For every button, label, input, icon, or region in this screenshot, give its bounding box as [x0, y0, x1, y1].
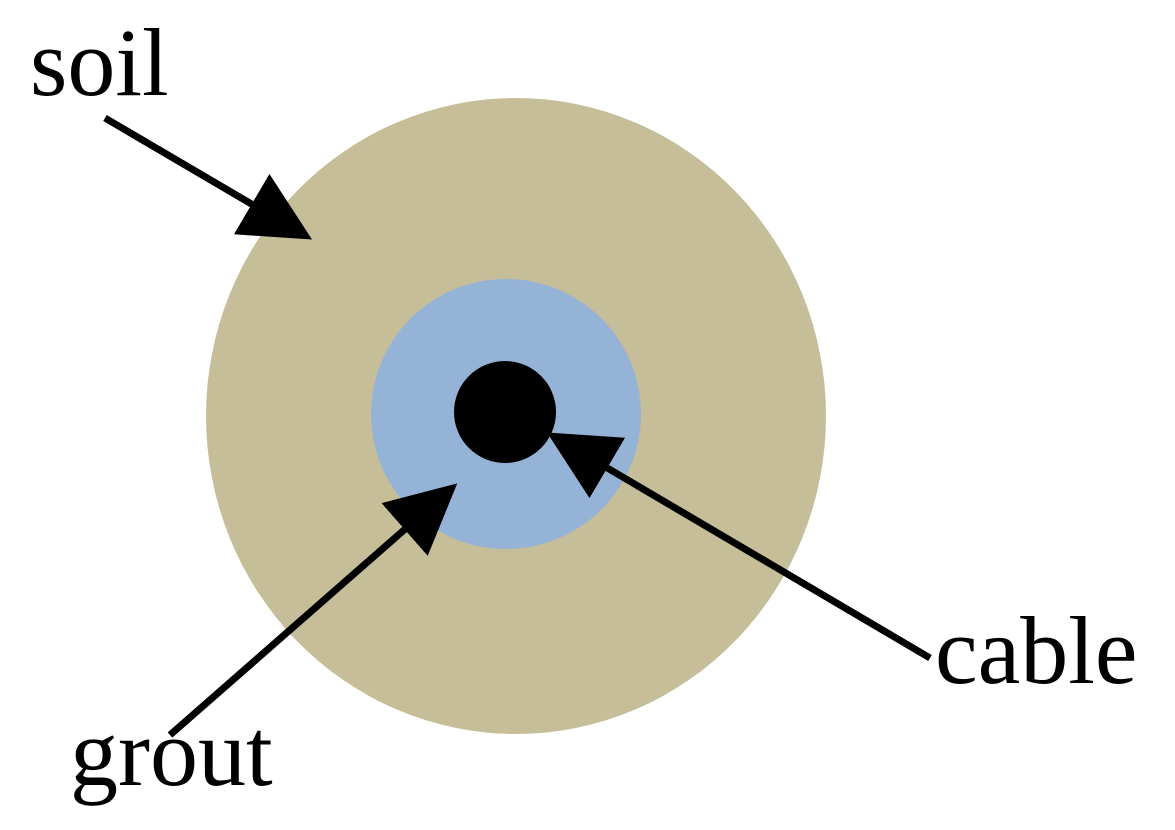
- soil-label: soil: [30, 9, 169, 116]
- grout-arrow: [167, 483, 458, 738]
- cable-core: [454, 361, 556, 463]
- grout-label: grout: [70, 699, 273, 806]
- cable-arrow: [546, 432, 932, 662]
- soil-arrow: [103, 114, 313, 240]
- cable-label: cable: [935, 597, 1138, 704]
